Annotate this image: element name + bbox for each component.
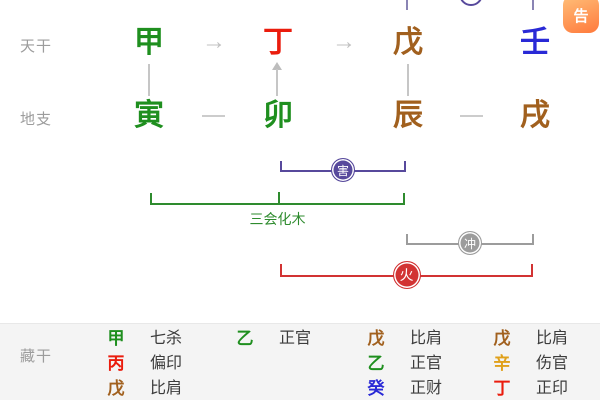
hidden-stem-row: 丁 正印: [491, 376, 569, 400]
stem-month: 丁: [263, 26, 293, 59]
hidden-stem-char: 癸: [367, 379, 385, 398]
hidden-stem-char: 戊: [493, 329, 511, 348]
branch-dash: [460, 115, 483, 117]
hidden-stem-char: 乙: [236, 329, 254, 348]
hidden-stem-row: 丙 偏印: [105, 351, 183, 376]
stem-day: 戊: [393, 26, 423, 59]
hidden-stem-row: 戊 比肩: [105, 376, 183, 400]
hidden-stem-god: 比肩: [536, 330, 569, 347]
hidden-stem-god: 比肩: [150, 380, 183, 397]
branch-month: 卯: [263, 99, 293, 132]
top-relation-right-tick: [532, 0, 534, 10]
hidden-stem-char: 戊: [367, 329, 385, 348]
three-meeting-label: 三会化木: [249, 211, 306, 227]
hidden-stem-row: 辛 伤官: [491, 351, 569, 376]
hidden-stem-char: 乙: [367, 354, 385, 373]
hidden-stem-god: 正财: [410, 380, 443, 397]
harm-relation-bracket: 害: [280, 158, 406, 182]
hidden-stems-section: 藏干 甲 七杀 丙 偏印 戊 比肩 乙 正官 戊 比肩: [0, 323, 600, 400]
up-arrow-icon: [272, 62, 282, 70]
hidden-stem-row: 戊 比肩: [365, 326, 443, 351]
hidden-stem-row: 甲 七杀: [105, 326, 183, 351]
hidden-stem-row: 乙 正官: [365, 351, 443, 376]
top-relation-left-tick: [406, 0, 408, 10]
hidden-row-label: 藏干: [20, 348, 53, 365]
hidden-stem-row: 戊 比肩: [491, 326, 569, 351]
hidden-stem-char: 丁: [493, 379, 511, 398]
ad-badge-label: 告: [573, 8, 589, 25]
hidden-stem-char: 辛: [493, 354, 511, 373]
hidden-stem-god: 比肩: [410, 330, 443, 347]
hidden-stems-column-day: 戊 比肩 乙 正官 癸 正财: [365, 326, 443, 400]
hidden-stem-god: 正官: [410, 355, 443, 372]
branch-hour: 戌: [520, 99, 550, 132]
hidden-stem-char: 戊: [107, 379, 125, 398]
top-relation-badge-partial: [459, 0, 483, 6]
ad-badge[interactable]: 告: [563, 0, 599, 33]
stem-year: 甲: [134, 26, 164, 59]
hidden-stem-god: 偏印: [150, 355, 183, 372]
up-arrow-shaft: [276, 69, 278, 96]
fire-badge[interactable]: 火: [392, 261, 421, 289]
hidden-stems-column-month: 乙 正官: [234, 326, 312, 351]
hidden-stems-column-year: 甲 七杀 丙 偏印 戊 比肩: [105, 326, 183, 400]
hidden-stem-god: 七杀: [150, 330, 183, 347]
stem-arrow-icon: →: [332, 28, 356, 55]
branch-day: 辰: [393, 99, 423, 132]
stem-hour: 壬: [520, 26, 550, 59]
three-meeting-mid-tick: [278, 192, 280, 203]
branch-year: 寅: [134, 99, 164, 132]
stem-branch-connector: [148, 64, 150, 96]
hidden-stem-char: 丙: [107, 354, 125, 373]
hidden-stem-row: 癸 正财: [365, 376, 443, 400]
three-meeting-bracket: [150, 192, 405, 205]
stem-arrow-icon: →: [202, 28, 226, 55]
stem-branch-connector: [407, 64, 409, 96]
hidden-stems-column-hour: 戊 比肩 辛 伤官 丁 正印: [491, 326, 569, 400]
branches-row-label: 地支: [20, 111, 53, 128]
hidden-stem-char: 甲: [107, 329, 125, 348]
hidden-stem-god: 伤官: [536, 355, 569, 372]
clash-relation-bracket: 冲: [406, 231, 534, 255]
fire-relation-bracket: 火: [280, 261, 533, 289]
hidden-stem-god: 正印: [536, 380, 569, 397]
stems-row-label: 天干: [20, 38, 53, 55]
branch-dash: [202, 115, 225, 117]
clash-badge[interactable]: 冲: [458, 231, 482, 255]
harm-badge[interactable]: 害: [331, 158, 355, 182]
hidden-stem-god: 正官: [279, 330, 312, 347]
hidden-stem-row: 乙 正官: [234, 326, 312, 351]
